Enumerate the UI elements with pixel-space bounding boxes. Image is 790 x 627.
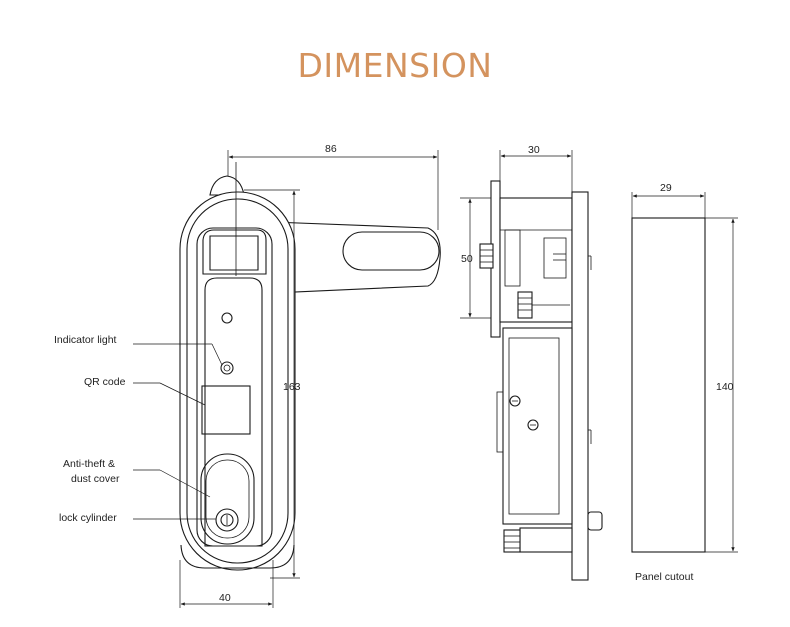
dim-side-height: 50	[461, 253, 473, 265]
side-back-plate	[571, 191, 589, 581]
lock-cylinder-icon	[215, 508, 239, 532]
callout-qr-code: QR code	[84, 376, 126, 388]
body-bottom-lip	[180, 544, 295, 569]
front-view	[133, 150, 441, 608]
side-screw-icon	[509, 395, 521, 407]
side-right-knob	[587, 511, 603, 531]
dim-side-depth: 30	[528, 144, 540, 156]
side-screw-icon	[527, 419, 539, 431]
dim-cutout-height: 140	[716, 381, 734, 393]
page-title: DIMENSION	[297, 46, 493, 85]
dust-cover	[200, 453, 255, 545]
side-view	[460, 150, 603, 581]
panel-cutout-rect	[631, 217, 706, 553]
panel-cutout-label: Panel cutout	[635, 571, 693, 583]
side-screw-upper	[517, 291, 533, 319]
indicator-light-icon	[220, 361, 234, 375]
side-bottom-bolt	[519, 527, 573, 553]
qr-code-area	[201, 385, 251, 435]
dim-cutout-width: 29	[660, 182, 672, 194]
lever-face	[204, 277, 263, 547]
callout-anti-theft-line1: Anti-theft &	[63, 458, 115, 470]
handle-pivot	[202, 229, 267, 275]
lock-body-inner	[186, 198, 289, 564]
upper-hole	[221, 312, 233, 324]
callout-indicator-light: Indicator light	[54, 334, 117, 346]
dim-front-height: 163	[283, 381, 301, 393]
dim-front-width: 86	[325, 143, 337, 155]
callout-anti-theft-line2: dust cover	[71, 473, 120, 485]
panel-cutout-view	[631, 192, 738, 553]
handle-grip	[342, 231, 440, 271]
callout-lock-cylinder: lock cylinder	[59, 512, 117, 524]
handle-pivot-inner	[209, 235, 259, 271]
dim-front-base: 40	[219, 592, 231, 604]
top-knob	[209, 175, 245, 196]
